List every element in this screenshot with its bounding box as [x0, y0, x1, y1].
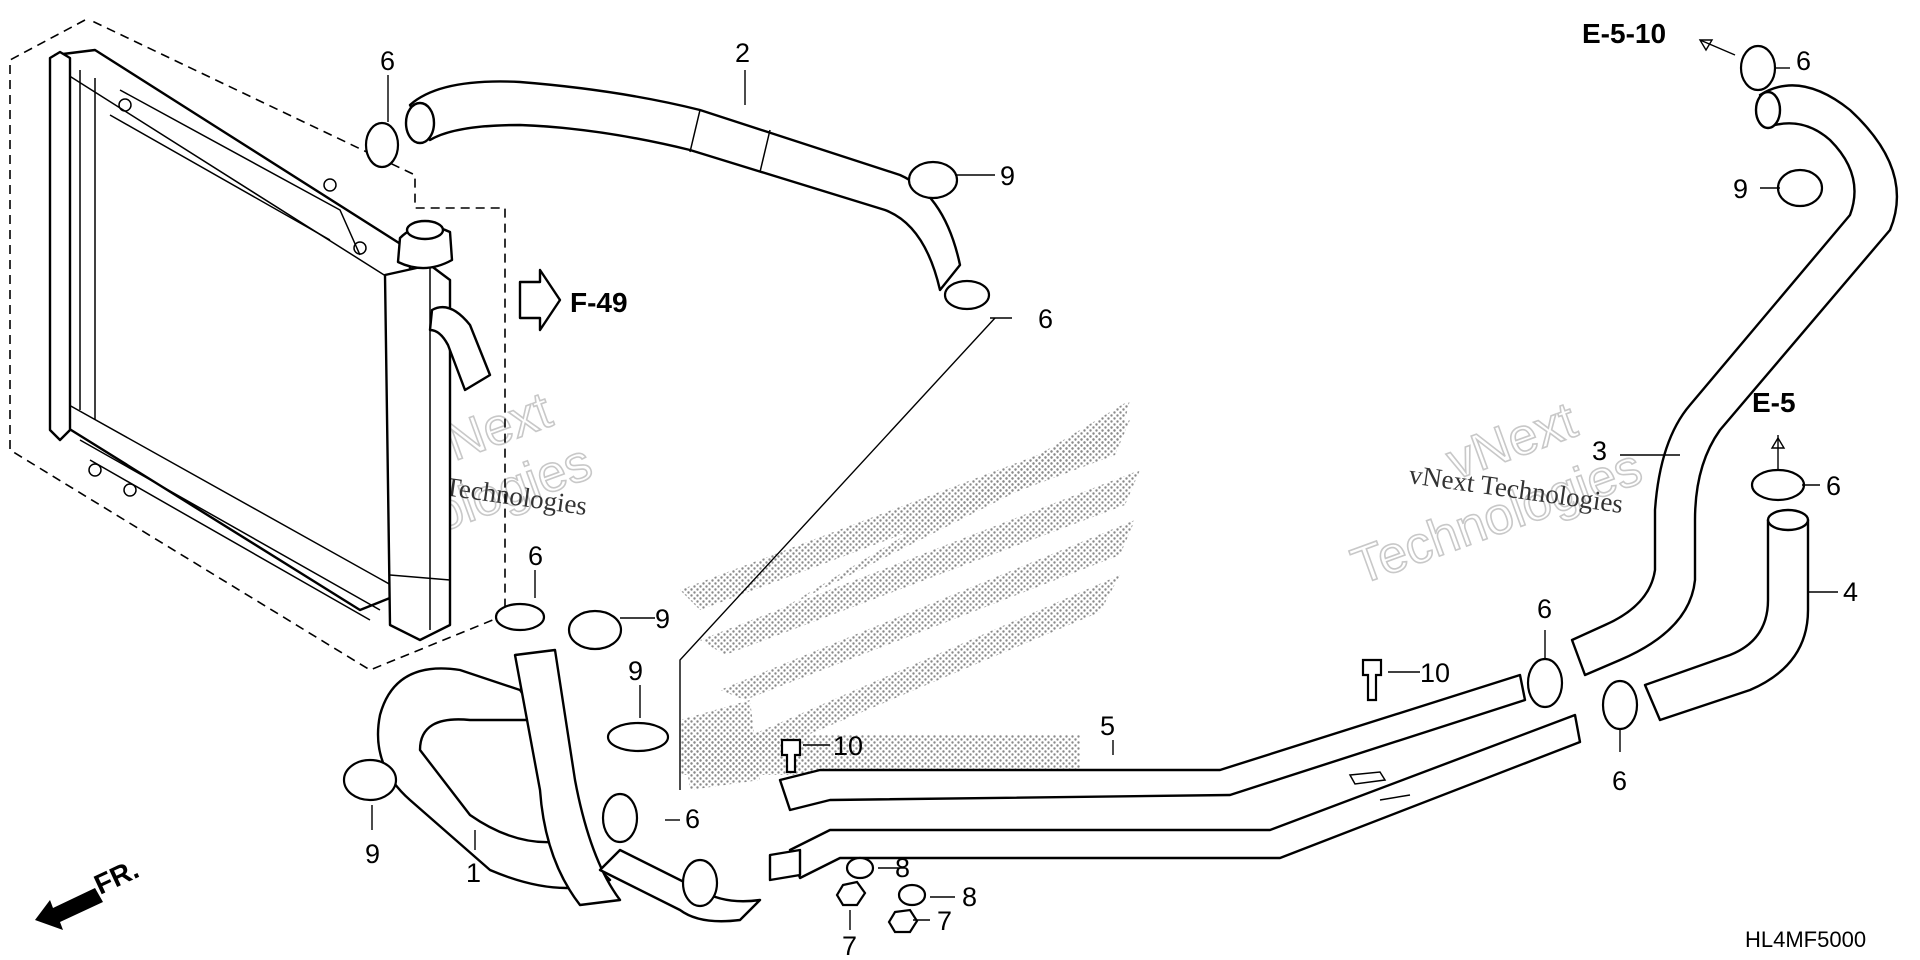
leader-lines [371, 39, 1838, 930]
hose-3 [1570, 84, 1899, 677]
label-part-1: 1 [466, 858, 481, 888]
diagram-code: HL4MF5000 [1745, 927, 1866, 952]
label-part-7: 7 [842, 931, 857, 960]
fasteners [780, 658, 1383, 934]
label-part-6: 6 [528, 541, 543, 571]
label-part-6: 6 [1537, 594, 1552, 624]
label-part-6: 6 [1826, 471, 1841, 501]
label-part-10: 10 [833, 731, 863, 761]
hose-1 [376, 648, 762, 923]
hose-2 [404, 80, 962, 292]
label-part-9: 9 [1733, 174, 1748, 204]
label-part-9: 9 [628, 656, 643, 686]
pipe-5 [768, 673, 1582, 882]
svg-text:F-49: F-49 [570, 287, 628, 318]
label-part-6: 6 [1612, 766, 1627, 796]
label-part-9: 9 [655, 604, 670, 634]
label-part-8: 8 [895, 853, 910, 883]
part-labels: 1 2 3 4 5 6 6 6 6 6 6 6 6 6 7 7 8 8 9 9 … [365, 38, 1858, 960]
label-part-6: 6 [1796, 46, 1811, 76]
label-part-9: 9 [365, 839, 380, 869]
wing-logo-watermark [680, 400, 1140, 790]
clamp-9 [342, 160, 1824, 802]
hose-4 [1643, 508, 1810, 722]
label-part-9: 9 [1000, 161, 1015, 191]
clamp-6 [364, 44, 1806, 908]
label-part-6: 6 [685, 804, 700, 834]
label-part-4: 4 [1843, 577, 1858, 607]
label-part-2: 2 [735, 38, 750, 68]
label-part-10: 10 [1420, 658, 1450, 688]
label-part-5: 5 [1100, 711, 1115, 741]
label-part-8: 8 [962, 882, 977, 912]
f49-reference: F-49 [518, 268, 628, 332]
label-part-7: 7 [937, 906, 952, 936]
label-part-6: 6 [1038, 304, 1053, 334]
label-part-6: 6 [380, 46, 395, 76]
label-part-3: 3 [1592, 436, 1607, 466]
front-arrow: FR. [35, 853, 143, 930]
ref-e-5: E-5 [1752, 387, 1796, 418]
ref-e-5-10: E-5-10 [1582, 18, 1666, 49]
radiator [9, 19, 506, 671]
